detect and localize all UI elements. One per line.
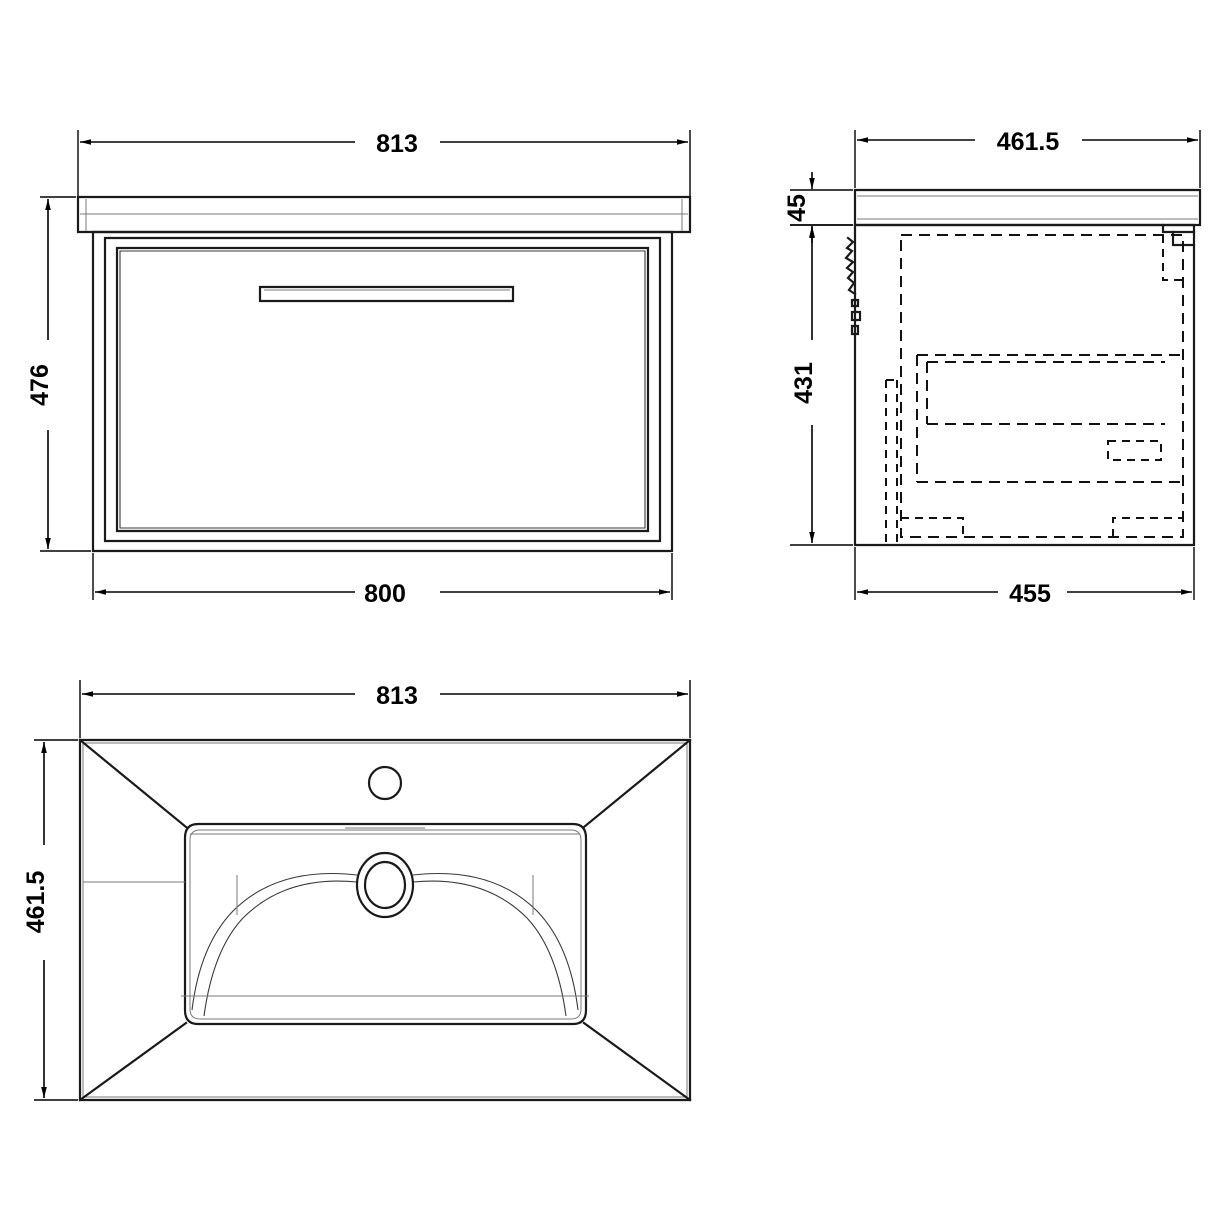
front-drawer-panel	[119, 250, 646, 529]
dim-side-worktop-45: 45	[783, 172, 853, 243]
side-hidden-carcass	[900, 234, 1184, 538]
plan-bowl-tick-marks	[236, 875, 534, 915]
side-hidden-wall-bracket	[1162, 235, 1183, 281]
dim-plan-width-813: 813	[79, 680, 691, 738]
dim-label-front-width-bottom: 800	[364, 580, 406, 608]
dim-label-side-depth-top: 461.5	[997, 128, 1060, 156]
plan-waste-drain	[355, 851, 415, 919]
side-hidden-left-panel	[885, 379, 898, 545]
front-frame-inner	[115, 246, 650, 533]
front-worktop	[76, 195, 692, 234]
view-front-elevation: 813 476 800	[26, 130, 692, 608]
side-hidden-drawer-box	[916, 354, 1183, 483]
view-side-elevation: 461.5 45 431	[783, 128, 1202, 608]
dim-side-height-431: 431	[790, 224, 853, 546]
dim-label-side-depth-bottom: 455	[1009, 580, 1051, 608]
side-cabinet-body	[853, 223, 1196, 547]
side-annotation-mark	[844, 236, 862, 336]
side-hidden-handle-detail	[1107, 440, 1162, 461]
plan-tap-hole	[367, 765, 403, 801]
dim-front-width-813: 813	[77, 130, 691, 196]
dim-plan-depth-461: 461.5	[22, 739, 78, 1101]
plan-chamfer-lines	[78, 738, 692, 1102]
side-rear-flange	[1161, 223, 1196, 247]
dim-front-width-800: 800	[92, 553, 673, 608]
dim-label-plan-depth: 461.5	[22, 871, 50, 934]
side-hidden-base-brackets	[901, 517, 1183, 537]
view-plan: 813 461.5	[22, 680, 692, 1102]
dim-label-front-height: 476	[26, 364, 54, 406]
dim-label-front-width-top: 813	[376, 130, 418, 158]
dim-side-depth-455: 455	[854, 547, 1195, 608]
front-cabinet-carcass	[91, 230, 674, 553]
front-drawer-handle[interactable]	[258, 285, 515, 303]
plan-outer-rect	[78, 738, 692, 1102]
dim-side-depth-461: 461.5	[854, 128, 1201, 188]
side-worktop	[853, 188, 1202, 227]
dim-label-side-height: 431	[790, 362, 818, 404]
plan-back-shelf-edge	[190, 827, 580, 835]
dim-label-plan-width: 813	[376, 682, 418, 710]
dim-front-height-476: 476	[26, 196, 91, 552]
front-frame-outer	[103, 236, 662, 543]
plan-bowl-interior-contour	[191, 872, 579, 1017]
dim-label-side-worktop: 45	[783, 194, 811, 222]
